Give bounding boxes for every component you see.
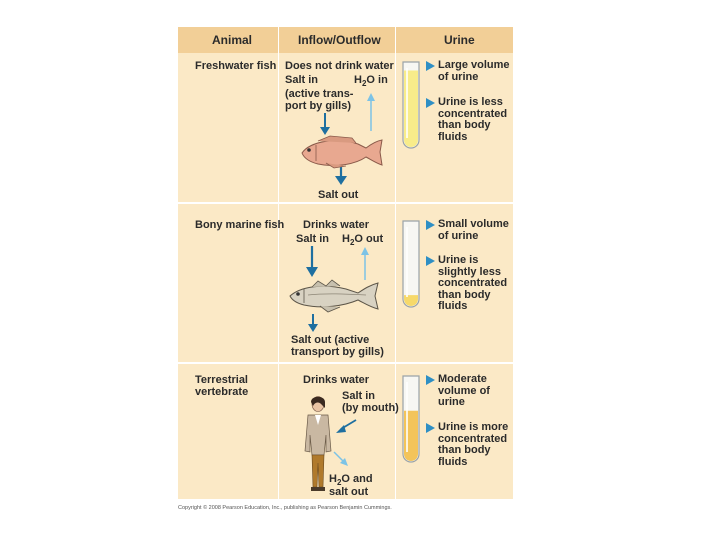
bullet-arrow-icon [426, 375, 435, 385]
bullet-arrow-icon [426, 423, 435, 433]
urine-test-tube-terrestrial [400, 374, 422, 466]
terrestrial-urine-volume: Moderate volume of urine [426, 374, 516, 409]
copyright-notice: Copyright © 2008 Pearson Education, Inc.… [178, 505, 392, 511]
terrestrial-urine-concentration: Urine is more concentrated than body flu… [426, 422, 516, 468]
human-figure-icon [300, 395, 336, 497]
urine-test-tube-freshwater [400, 60, 422, 152]
urine-test-tube-marine [400, 219, 422, 311]
osmoregulation-figure: Animal Inflow/Outflow Urine Freshwater f… [178, 27, 513, 499]
